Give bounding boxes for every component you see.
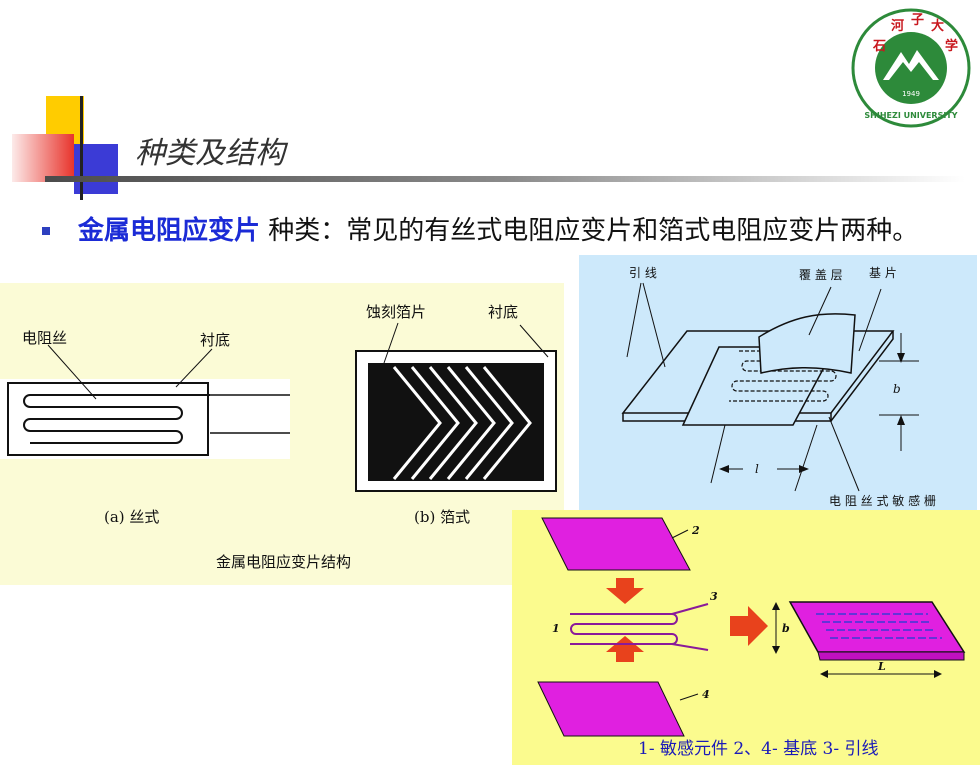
assembly-width-symbol: b [782, 622, 790, 635]
grid-label: 电 阻 丝 式 敏 感 栅 [829, 493, 936, 508]
wire-label: 电阻丝 [22, 329, 68, 347]
num-4: 4 [702, 688, 710, 701]
foil-label: 蚀刻箔片 [366, 303, 427, 321]
caption-foil-type: (b) 箔式 [414, 508, 471, 526]
num-2: 2 [691, 524, 700, 537]
title-underline [45, 176, 965, 182]
wire-substrate-label: 衬底 [200, 331, 231, 349]
gauge-structure-drawing [0, 322, 557, 492]
bullet-square-icon [42, 227, 50, 235]
base-label: 基 片 [869, 266, 897, 280]
panel-a-caption: 金属电阻应变片结构 [216, 553, 352, 571]
logo-char-4: 大 [931, 18, 944, 34]
logo-char-2: 河 [891, 18, 904, 34]
bullet-key-term: 金属电阻应变片 [78, 216, 261, 246]
logo-char-1: 石 [872, 39, 886, 54]
width-symbol: b [893, 382, 901, 396]
assembly-caption: 1- 敏感元件 2、4- 基底 3- 引线 [638, 739, 879, 759]
num-3: 3 [710, 590, 718, 603]
logo-char-5: 学 [945, 38, 958, 54]
cover-label: 覆 盖 层 [799, 268, 843, 282]
university-logo: 1949 石 河 子 大 学 SHIHEZI UNIVERSITY [851, 8, 971, 128]
logo-year: 1949 [902, 90, 920, 98]
wire-gauge-diagram: 引 线 覆 盖 层 基 片 电 阻 丝 式 敏 感 栅 l b [621, 266, 936, 508]
panel-wire-gauge-diagram: 引 线 覆 盖 层 基 片 电 阻 丝 式 敏 感 栅 l b [579, 255, 977, 513]
caption-wire-type: (a) 丝式 [104, 508, 160, 526]
lead-label: 引 线 [629, 266, 657, 280]
bullet-body: 种类：常见的有丝式电阻应变片和箔式电阻应变片两种。 [260, 216, 919, 246]
panel-gauge-structure: 电阻丝 衬底 蚀刻箔片 衬底 (a) 丝式 (b) 箔式 金属电阻应变片结构 [0, 283, 564, 585]
assembly-length-symbol: L [877, 660, 886, 673]
title-decoration [12, 96, 118, 200]
length-symbol: l [755, 462, 759, 476]
logo-char-3: 子 [911, 13, 924, 28]
slide-title: 种类及结构 [135, 136, 285, 171]
bullet-text: 金属电阻应变片 种类：常见的有丝式电阻应变片和箔式电阻应变片两种。 [78, 215, 958, 247]
logo-english: SHIHEZI UNIVERSITY [864, 111, 957, 120]
panel-assembly-diagram: 1 2 3 4 b L 1- 敏感元件 2、4- 基底 3- 引线 [512, 510, 980, 765]
assembly-diagram: 1 2 3 4 b L [537, 517, 966, 737]
foil-substrate-label: 衬底 [488, 303, 519, 321]
num-1: 1 [552, 622, 560, 635]
